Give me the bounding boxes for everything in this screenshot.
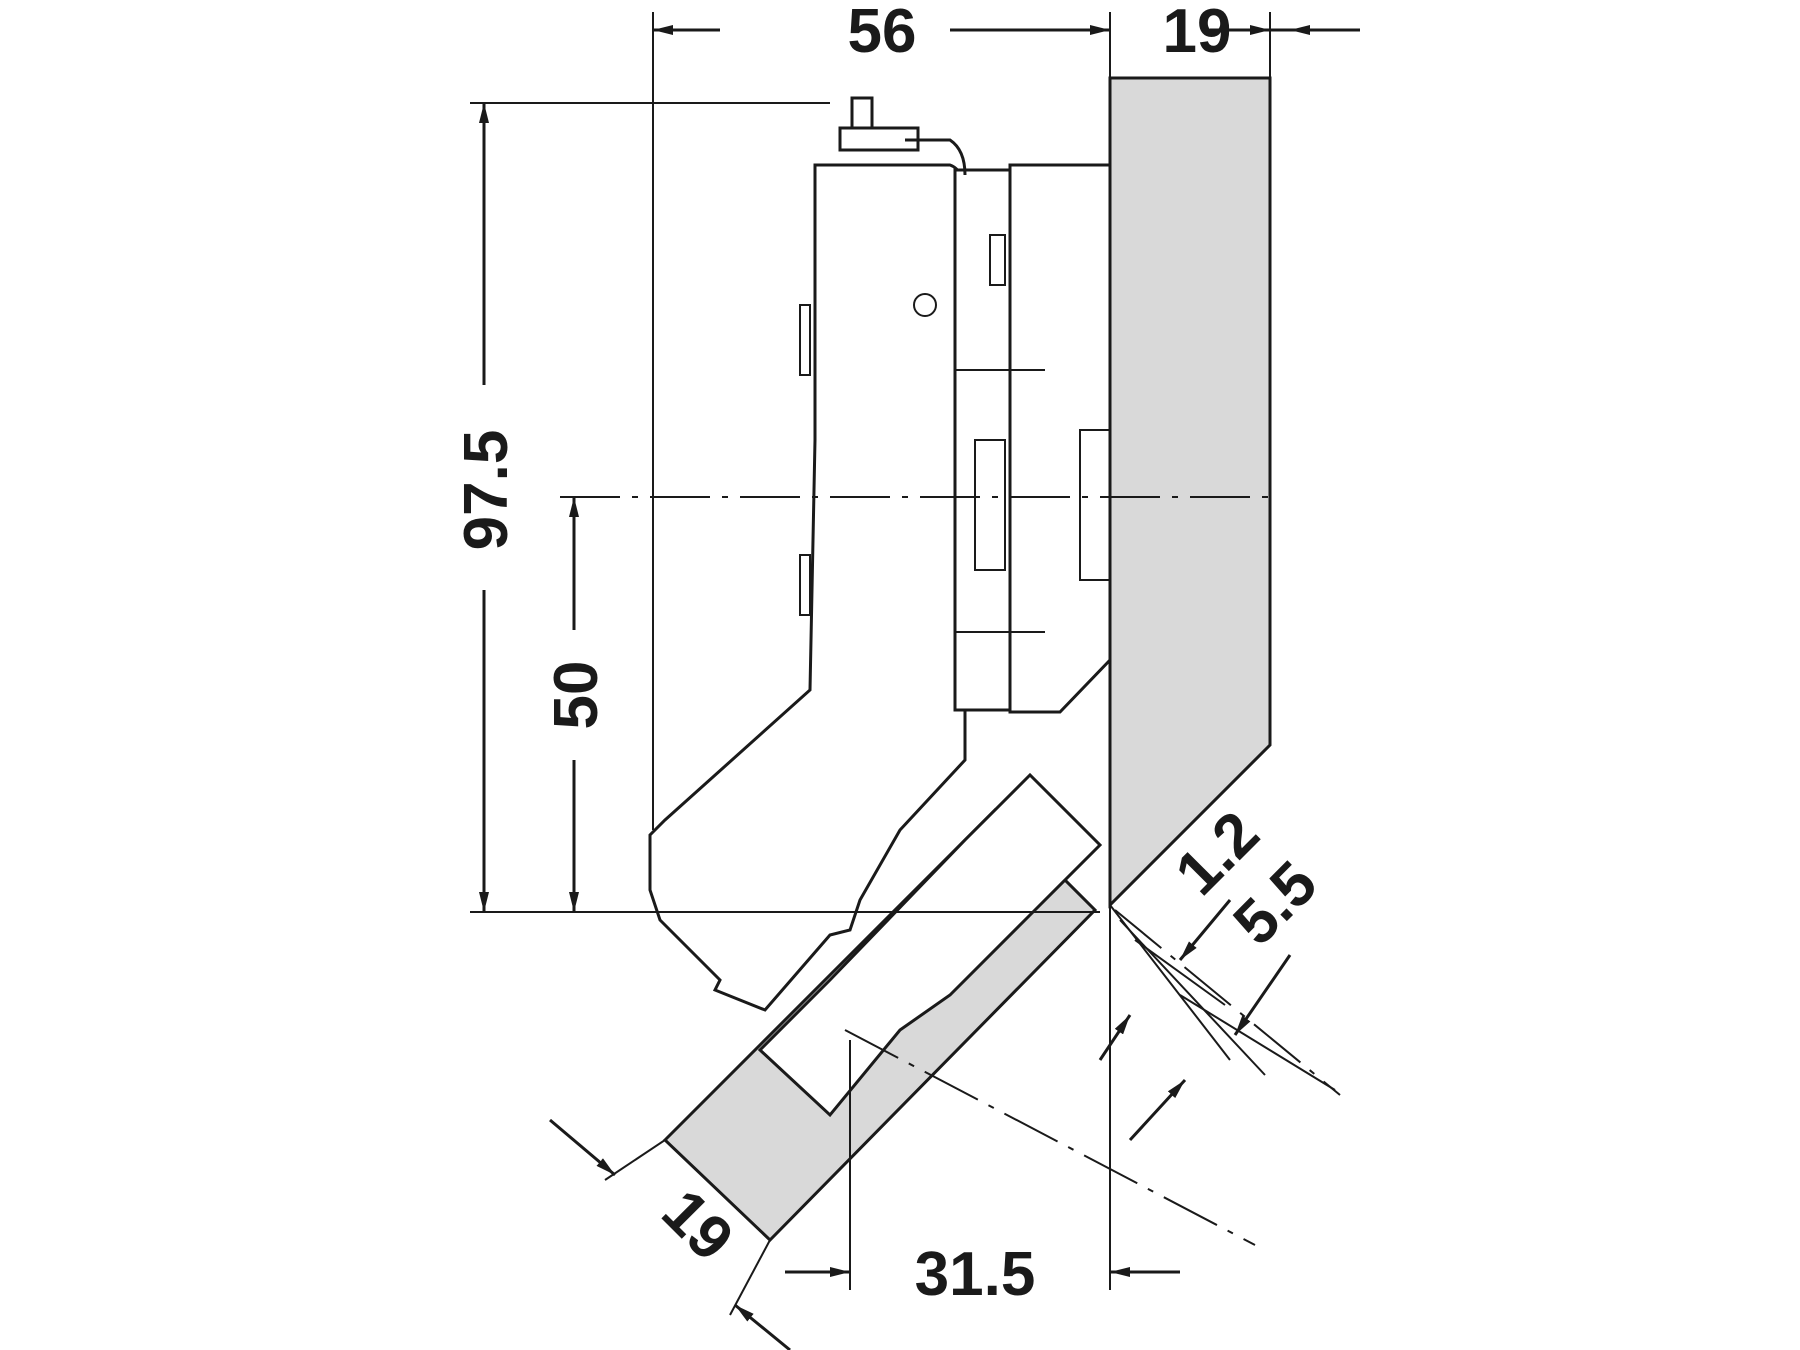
- hinge-arm: [648, 163, 967, 1012]
- dim-31-5-label: 31.5: [915, 1240, 1036, 1309]
- dim-5-5-arrow: [1233, 954, 1292, 1036]
- rivet-detail: [913, 293, 937, 317]
- cabinet-side-panel: [1108, 76, 1272, 909]
- dim-1-2-arrow: [1178, 899, 1232, 961]
- clip-detail-2: [799, 554, 811, 616]
- dim-19-top-label: 19: [1163, 0, 1232, 66]
- adjustment-screw: [838, 96, 967, 176]
- dim-97-5-label: 97.5: [452, 430, 521, 551]
- clip-detail-4: [989, 234, 1006, 286]
- clip-detail-1: [799, 304, 811, 376]
- dim-19-bottom-arrow-top: [549, 1118, 616, 1177]
- dim-50-label: 50: [542, 661, 611, 730]
- clip-detail-3: [1079, 429, 1111, 581]
- dim-19-bottom-arrow-bottom: [734, 1303, 791, 1350]
- dim-56-label: 56: [848, 0, 917, 66]
- plate-housing: [1008, 163, 1112, 714]
- clip-detail-5: [974, 439, 1006, 571]
